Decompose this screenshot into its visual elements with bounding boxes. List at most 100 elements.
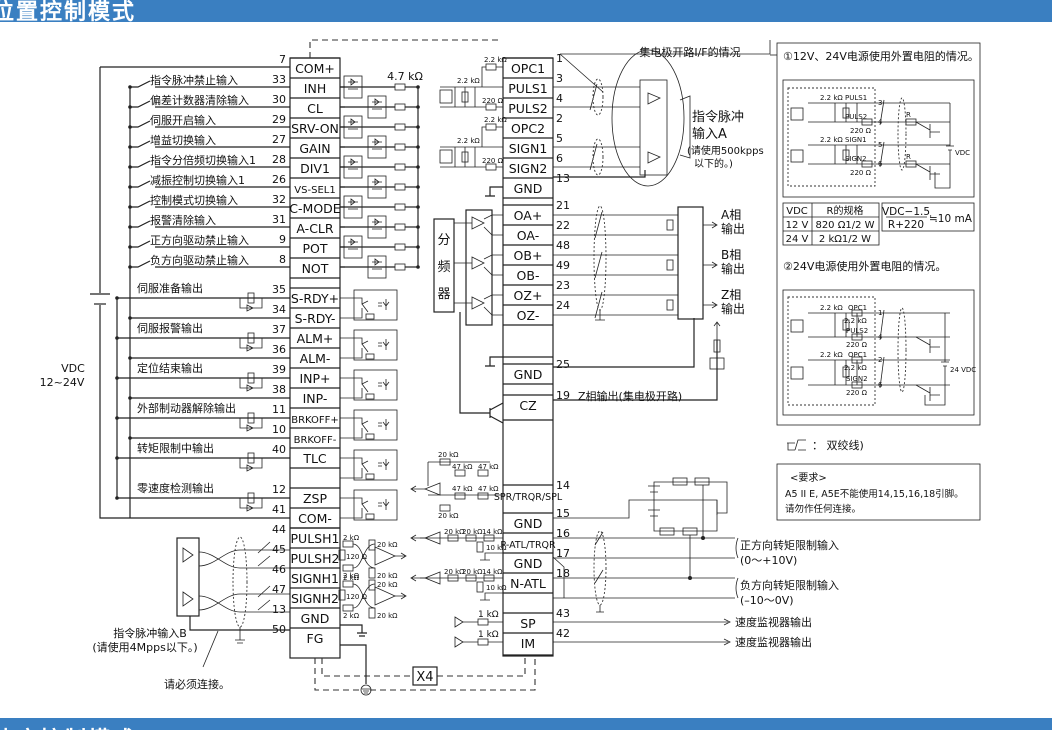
monitor-output-stage: 1 kΩ: [454, 610, 503, 628]
resistor-value: 1 kΩ: [478, 610, 499, 620]
formula-denominator: R+220: [888, 219, 924, 231]
resistor-value: 20 kΩ: [462, 568, 483, 576]
resistor-value: 220 Ω: [846, 341, 868, 349]
resistor-value: 20 kΩ: [462, 528, 483, 536]
photocoupler-led-icon: [439, 149, 453, 164]
resistor-icon: [485, 103, 497, 111]
opamp-icon: [423, 482, 441, 496]
switch-icon: [130, 140, 290, 148]
torque-pos-label: 正方向转矩限制输入: [740, 538, 839, 552]
resistor-icon: [483, 534, 495, 542]
gnd25-ground: [485, 356, 503, 367]
resistor-value: 220 Ω: [482, 97, 504, 105]
junction-dot: [128, 225, 132, 229]
input-name-label: 指令分倍频切换输入1: [150, 153, 256, 167]
junction-dot: [128, 165, 132, 169]
pin-number: 13: [556, 172, 570, 185]
vdc-label: VDC: [61, 362, 85, 375]
resistor-icon: [851, 333, 863, 341]
pin-number: 14: [556, 479, 570, 492]
pin-number: 25: [556, 358, 570, 371]
resistor-icon: [477, 638, 489, 646]
pin-signal-label: OZ-: [517, 308, 540, 323]
transistor-icon: [915, 121, 940, 138]
pin-number: 38: [272, 383, 286, 396]
formula-numerator: VDC−1.5: [882, 206, 930, 218]
formula-box: [881, 202, 975, 232]
output-photocoupler-icon: [340, 329, 398, 361]
relay-coil-icon: [247, 372, 255, 384]
diode-icon: [239, 338, 263, 352]
junction-dot: [128, 396, 132, 400]
requirement-line1: A5 II E, A5E不能使用14,15,16,18引脚。: [785, 488, 964, 500]
vdc-rail-bottom: [99, 305, 290, 519]
input-row: 负方向驱动禁止输入: [128, 253, 345, 269]
pin-number: 49: [556, 259, 570, 272]
pin-signal-label: SP: [520, 616, 536, 631]
resistor-value: 20 kΩ: [377, 572, 398, 580]
x4-shield-right: [437, 658, 526, 677]
torque-pot-circuit: [552, 477, 739, 613]
line-receiver-box: [677, 206, 704, 320]
table-cell: 12 V: [786, 220, 809, 231]
pin-number: 15: [556, 507, 570, 520]
right-connector: OPC11PULS13PULS24OPC22SIGN15SIGN26GND13O…: [494, 52, 570, 657]
resistor-value: 10 kΩ: [486, 584, 507, 592]
input-name-label: 报警清除输入: [150, 213, 216, 227]
resistor-value: 120 Ω: [346, 593, 368, 601]
junction-dot: [128, 185, 132, 189]
pulse-input-a-note2: 以下的。): [694, 157, 733, 170]
pin-label: SIGN1: [845, 136, 867, 144]
resistor-icon: [394, 203, 406, 211]
input-row: 伺服开启输入: [128, 113, 345, 129]
pin-signal-label: COM-: [298, 511, 332, 526]
resistor-icon: [394, 163, 406, 171]
input-row: 减振控制切换输入1: [128, 173, 345, 189]
twisted-pair-icon: [787, 439, 806, 451]
pin-number: 39: [272, 363, 286, 376]
pin-number: 10: [272, 423, 286, 436]
resistor-icon: [861, 160, 873, 168]
input-photocoupler-icon: [340, 95, 420, 119]
case2-circuit-frame: [782, 289, 975, 416]
input-name-label: 伺服开启输入: [150, 113, 216, 127]
input-photocoupler-icon: [340, 115, 420, 139]
pin-number: 31: [272, 213, 286, 226]
input-photocoupler-icon: [340, 235, 420, 259]
resistor-value: 2.2 kΩ: [820, 136, 843, 144]
output-row: 外部制动器解除输出: [115, 401, 290, 440]
output-photocoupler-icon: [340, 369, 398, 401]
pin-number: 42: [556, 627, 570, 640]
speed-monitor-label: 速度监视器输出: [735, 615, 812, 629]
output-name-label: 外部制动器解除输出: [137, 401, 236, 415]
resistor-icon: [485, 163, 497, 171]
pin-number: 22: [556, 219, 570, 232]
input-row: 增益切换输入: [128, 133, 345, 149]
photocoupler-led-icon: [439, 89, 453, 104]
buffer-icon: [454, 616, 464, 628]
pin-number: 41: [272, 503, 286, 516]
pin-signal-label: GND: [514, 181, 543, 196]
pin-signal-label: INP-: [303, 391, 328, 406]
vdc-label: VDC: [955, 149, 970, 157]
pin-number: 2: [878, 356, 882, 364]
pulse-input-b-note: (请使用4Mpps以下。): [92, 641, 197, 654]
resistor-icon: [394, 103, 406, 111]
pin-signal-label: GND: [514, 516, 543, 531]
case1-title: ①12V、24V电源使用外置电阻的情况。: [783, 49, 979, 63]
pin-number: 17: [556, 547, 570, 560]
switch-icon: [130, 240, 290, 248]
junction-dot: [128, 85, 132, 89]
fg-wire: [340, 644, 367, 684]
phase-output-label: 输出: [721, 221, 745, 236]
output-photocoupler-icon: [340, 489, 398, 521]
resistor-value: 20 kΩ: [438, 512, 459, 520]
input-photocoupler-icon: [340, 175, 420, 199]
table-cell: 2 kΩ1/2 W: [819, 234, 871, 245]
junction-dot: [115, 336, 119, 340]
twisted-pair-legend: ： 双绞线): [812, 438, 864, 452]
